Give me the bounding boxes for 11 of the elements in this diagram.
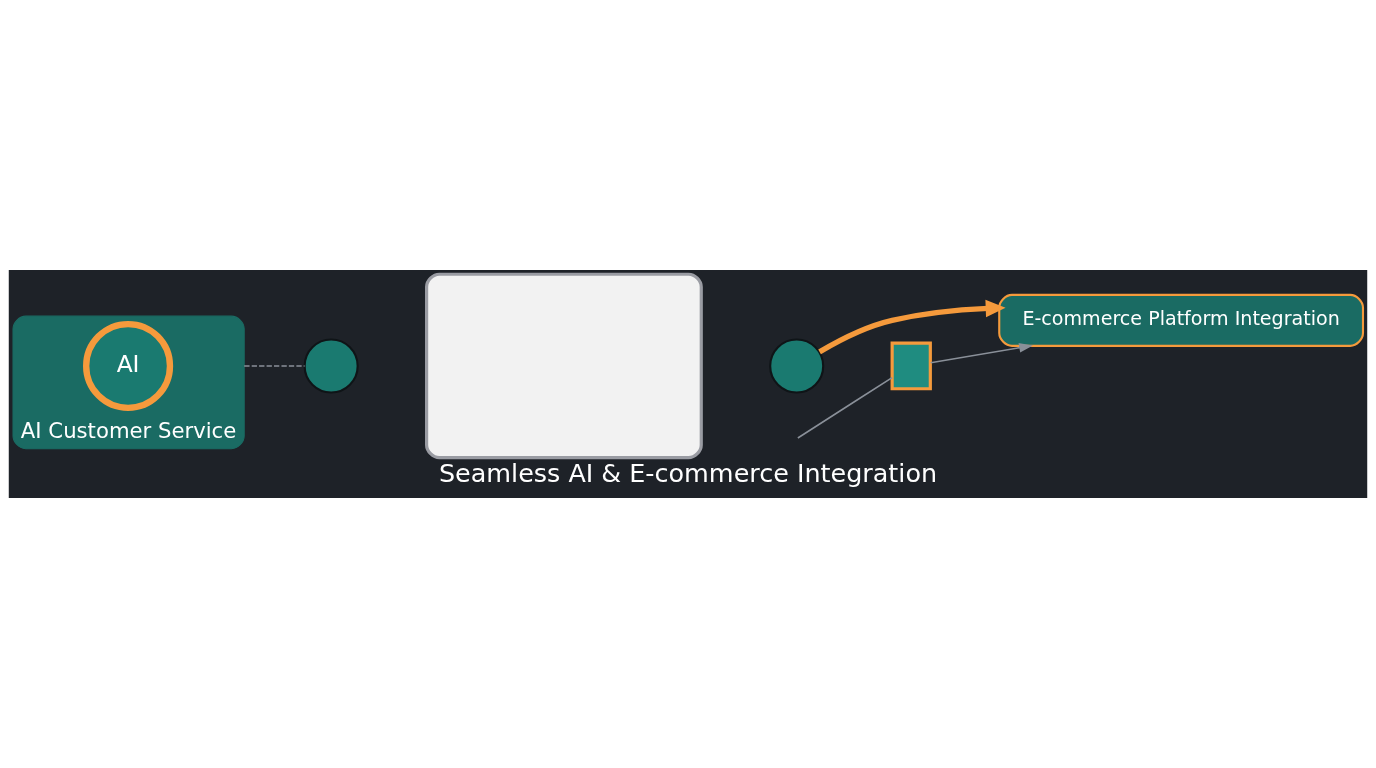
node-box: E-commerce Platform Integration xyxy=(998,293,1365,347)
node-circle xyxy=(769,338,825,394)
node-circle: AI xyxy=(83,320,174,412)
arrow xyxy=(929,342,1033,364)
node-box xyxy=(890,341,932,391)
node-box xyxy=(425,272,703,460)
diagram-title: Seamless AI & E-commerce Integration xyxy=(438,458,938,489)
connector xyxy=(243,365,306,367)
connector xyxy=(797,376,893,439)
arrow xyxy=(818,299,1006,355)
node-circle xyxy=(303,338,359,394)
